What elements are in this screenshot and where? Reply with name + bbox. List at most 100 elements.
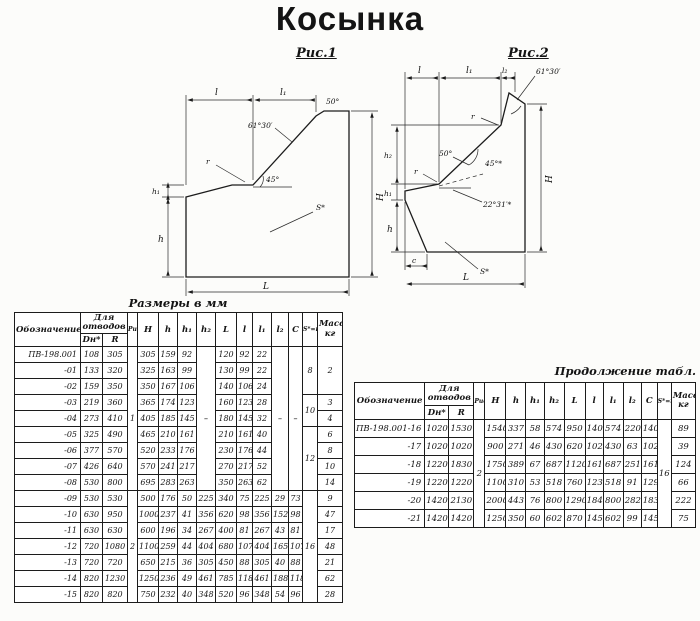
cell: 8 <box>317 442 343 459</box>
cell: 602 <box>602 509 624 528</box>
cell: 36 <box>177 554 197 571</box>
cell: 267 <box>196 522 216 539</box>
cell: 520 <box>137 442 159 459</box>
cell: 1420 <box>424 509 450 528</box>
cell: 1100 <box>137 538 159 555</box>
cell: 500 <box>137 490 159 507</box>
col-l: l <box>236 312 253 347</box>
cell: 630 <box>80 506 103 523</box>
cell: 820 <box>80 570 103 587</box>
cell: 1250 <box>484 509 507 528</box>
cell: 4 <box>317 410 343 427</box>
cell: 88 <box>288 554 303 571</box>
angle-label-2231: 22°31′* <box>482 200 512 209</box>
cell: 24 <box>252 378 272 395</box>
cell: 1420 <box>448 509 475 528</box>
cell: 145 <box>177 410 197 427</box>
cell: 92 <box>236 346 253 363</box>
cell: 16 <box>656 419 672 528</box>
cell: 325 <box>137 362 159 379</box>
cell: 46 <box>525 437 545 456</box>
cell: ПВ-198.001-16 <box>353 419 426 438</box>
cell: 67 <box>525 455 545 474</box>
dimensions-table-2: Обозначение Для отводов Рис. H h h₁ h₂ L… <box>353 382 697 528</box>
cell: 180 <box>215 410 237 427</box>
cell: 760 <box>563 473 586 492</box>
cell: 210 <box>158 426 178 443</box>
col-h1: h₁ <box>177 312 197 347</box>
cell: -12 <box>14 538 81 555</box>
cell: -18 <box>353 455 426 474</box>
cell: 152 <box>271 506 289 523</box>
cell: 10 <box>317 458 343 475</box>
cell: 123 <box>236 394 253 411</box>
cell: 1020 <box>448 437 475 456</box>
col-h1: h₁ <box>525 382 545 420</box>
cell: 356 <box>252 506 272 523</box>
table-row: -14820123012502364946178511846118811862 <box>14 570 343 587</box>
gusset-outline <box>185 110 350 278</box>
cell: 145 <box>236 410 253 427</box>
cell: – <box>271 346 289 491</box>
cell: 305 <box>252 554 272 571</box>
cell: 820 <box>80 586 103 603</box>
cell: 29 <box>271 490 289 507</box>
cell: 518 <box>543 473 565 492</box>
cell: 348 <box>252 586 272 603</box>
cell: 356 <box>196 506 216 523</box>
cell: 43 <box>271 522 289 539</box>
table-1-caption: Размеры в мм <box>128 296 228 310</box>
col-l2: l₂ <box>622 382 642 420</box>
angle-label-50: 50° <box>326 97 340 106</box>
cell: 118 <box>236 570 253 587</box>
cell: 602 <box>543 509 565 528</box>
dim-label-l1: l₁ <box>280 88 287 98</box>
cell: 219 <box>80 394 103 411</box>
cell: 17 <box>317 522 343 539</box>
cell: -04 <box>14 410 81 427</box>
header-subrow: Dн* R <box>15 333 343 347</box>
cell: 404 <box>252 538 272 555</box>
cell: 350 <box>102 378 128 395</box>
cell: 1020 <box>424 419 450 438</box>
cell: 820 <box>102 586 128 603</box>
cell: 54 <box>271 586 289 603</box>
col-mass: Масса, кг <box>670 382 697 420</box>
col-h: h <box>158 312 178 347</box>
cell: 81 <box>236 522 253 539</box>
cell: 6 <box>317 426 343 443</box>
col-L: L <box>563 382 586 420</box>
dim-label-h: h <box>158 235 164 245</box>
cell: 490 <box>102 426 128 443</box>
cell: 12 <box>302 426 318 491</box>
cell: 426 <box>80 458 103 475</box>
cell: 184 <box>584 491 604 510</box>
col-mass: Масса, кг <box>317 312 343 347</box>
cell: -08 <box>14 474 81 491</box>
cell: 1420 <box>424 491 450 510</box>
cell: 241 <box>158 458 178 475</box>
cell: 1120 <box>563 455 586 474</box>
cell: 52 <box>252 458 272 475</box>
cell: 950 <box>102 506 128 523</box>
cell: -06 <box>14 442 81 459</box>
cell: 400 <box>215 522 237 539</box>
cell: 120 <box>215 346 237 363</box>
cell: 800 <box>543 491 565 510</box>
cell: 133 <box>80 362 103 379</box>
cell: 1020 <box>424 437 450 456</box>
cell: 687 <box>543 455 565 474</box>
cell: 461 <box>252 570 272 587</box>
cell: 14 <box>317 474 343 491</box>
cell: 720 <box>102 554 128 571</box>
cell: 40 <box>271 554 289 571</box>
cell: -03 <box>14 394 81 411</box>
table-row: -1710201020900271464306201024306310239 <box>353 437 697 456</box>
cell: -15 <box>14 586 81 603</box>
angle-label-6130: 61°30′ <box>536 67 561 76</box>
cell: 102 <box>640 437 658 456</box>
dim-label-H: H <box>545 175 555 184</box>
cell: 161 <box>177 426 197 443</box>
cell: 350 <box>505 509 527 528</box>
